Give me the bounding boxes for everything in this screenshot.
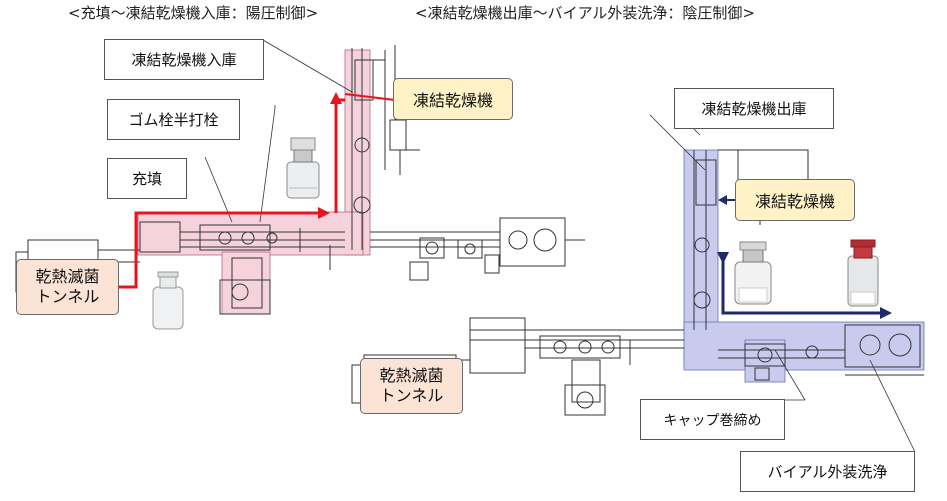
label-vial-exterior-washing: バイアル外装洗浄 <box>740 451 915 492</box>
station-lyophilizer-left: 凍結乾燥機 <box>393 78 513 120</box>
tunnel-left-line1: 乾熱滅菌 <box>35 267 100 286</box>
header-negative-pressure: <凍結乾燥機出庫～バイアル外装洗浄：陰圧制御> <box>415 4 755 22</box>
negative-pressure-zone-bench <box>744 339 786 383</box>
vial-image-lyophilized <box>734 241 772 305</box>
tunnel-right-line1: 乾熱滅菌 <box>379 366 444 385</box>
positive-pressure-zone-line <box>137 211 364 256</box>
right-production-line <box>351 149 925 416</box>
vial-image-capped <box>847 239 879 307</box>
tunnel-right-line2: トンネル <box>379 386 444 405</box>
label-lyo-unloading: 凍結乾燥機出庫 <box>674 88 834 129</box>
label-half-stoppering: ゴム栓半打栓 <box>107 99 240 140</box>
label-lyo-loading: 凍結乾燥機入庫 <box>104 39 264 80</box>
header-positive-pressure: <充填～凍結乾燥機入庫：陽圧制御> <box>68 4 319 22</box>
tunnel-left-line2: トンネル <box>35 287 100 306</box>
negative-pressure-flow-arrow <box>717 195 892 319</box>
label-capping: キャップ巻締め <box>640 399 785 440</box>
vial-image-empty <box>152 271 184 330</box>
station-sterilization-tunnel-right: 乾熱滅菌 トンネル <box>360 358 463 414</box>
negative-pressure-zone-line <box>683 321 925 371</box>
station-lyophilizer-right: 凍結乾燥機 <box>735 179 855 221</box>
station-sterilization-tunnel-left: 乾熱滅菌 トンネル <box>16 259 119 315</box>
label-filling: 充填 <box>107 158 187 199</box>
left-production-line <box>15 45 585 315</box>
positive-pressure-zone-bench <box>221 251 271 315</box>
vial-image-half-stoppered <box>286 137 320 199</box>
positive-pressure-flow-arrow <box>118 92 396 289</box>
